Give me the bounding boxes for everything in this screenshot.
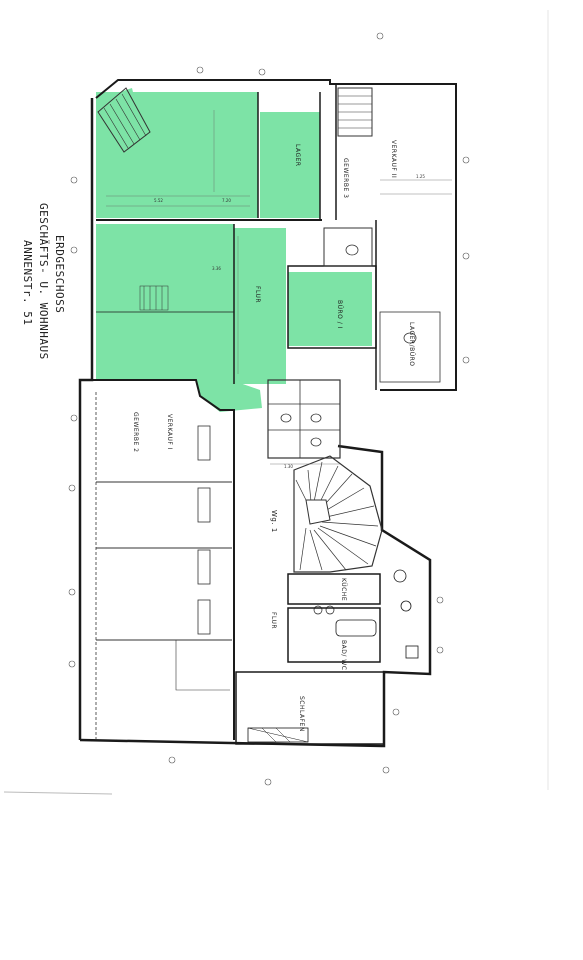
- outer-wall-lower: [79, 444, 432, 748]
- label-flur-wg: FLUR: [270, 612, 277, 629]
- outer-wall-upper: [95, 79, 457, 391]
- label-verkauf-i: VERKAUF I: [166, 414, 173, 450]
- lower-unit-structure: [95, 392, 232, 740]
- title-line-3: ANNENSTr. 51: [21, 240, 34, 325]
- label-gewerbe-3: GEWERBE 3: [342, 158, 349, 198]
- dim-2: 7.20: [222, 198, 231, 203]
- label-schlafen: SCHLAFEN: [298, 696, 305, 732]
- highlight-lager: [260, 112, 320, 218]
- inner-boundary-left: [92, 379, 235, 740]
- label-gewerbe-2: GEWERBE 2: [132, 412, 139, 452]
- plan-title: ERDGESCHOSS GESCHÄFTS- U. WOHNHAUS ANNEN…: [21, 203, 66, 360]
- stairs-center: [139, 285, 169, 311]
- dim-4: 5.52: [154, 198, 163, 203]
- label-bad-wc: BAD/ WC: [340, 640, 347, 670]
- title-line-1: ERDGESCHOSS: [53, 235, 66, 313]
- dim-1: 1.30: [284, 464, 293, 469]
- stairs-right-top: [337, 87, 373, 137]
- highlight-flur: [234, 228, 286, 384]
- grid-markers: [68, 32, 470, 786]
- highlight-mid-left: [96, 224, 234, 381]
- label-kueche: KÜCHE: [340, 578, 347, 601]
- label-lager-buero: LAGER/BÜRO: [408, 322, 415, 367]
- label-buero: BÜRO / I: [336, 300, 343, 329]
- title-line-2: GESCHÄFTS- U. WOHNHAUS: [37, 203, 50, 360]
- room-labels: VERKAUF II GEWERBE 3 LAGER FLUR BÜRO / I…: [132, 140, 415, 732]
- highlight-buero: [288, 272, 372, 346]
- dim-5: 3.36: [212, 266, 221, 271]
- outer-wall-left: [78, 98, 94, 740]
- label-wg: Wg. 1: [270, 510, 278, 533]
- dimension-lines: [106, 110, 452, 465]
- stairs-top-left: [97, 87, 151, 153]
- label-flur-main: FLUR: [254, 286, 261, 303]
- label-lager: LAGER: [294, 144, 301, 167]
- building-outline: [78, 79, 457, 748]
- highlight-connector: [196, 381, 262, 412]
- scan-edge: [3, 791, 113, 795]
- spiral-staircase: [293, 455, 383, 573]
- label-verkauf-ii: VERKAUF II: [390, 140, 397, 178]
- apartment-structure: [235, 569, 419, 745]
- sanitary-block: [267, 227, 441, 459]
- dim-3: 1.25: [416, 174, 425, 179]
- dimension-labels: 1.30 7.20 1.25 5.52 3.36: [154, 174, 425, 469]
